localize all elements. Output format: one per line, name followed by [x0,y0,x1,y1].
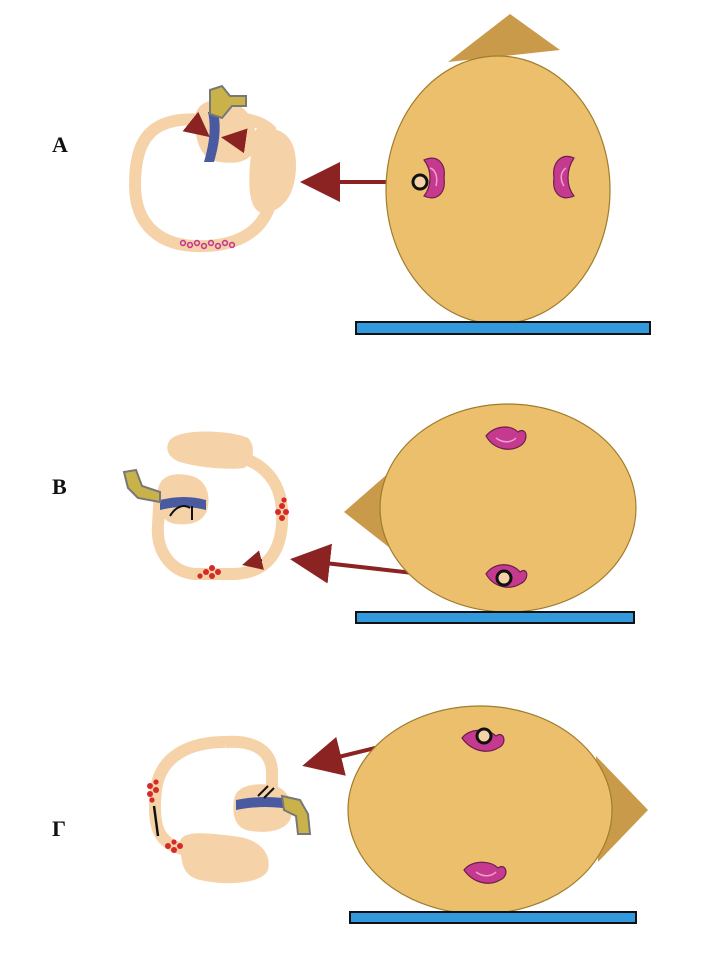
block-mark-2-g [263,787,275,799]
cupula-g [236,797,294,810]
deflection-arrow-right-a [221,128,248,154]
semicircular-canal-a [128,112,276,253]
head-g [347,705,648,915]
canal-marker-g [475,727,493,745]
platform-g [349,911,637,924]
ampulla-b [167,431,253,469]
flow-arrow-b [169,505,191,517]
nose-a [448,14,560,62]
ear-bottom-b [485,564,528,588]
deflection-arrow-left-a [182,111,210,138]
hair-cells-b [122,468,161,504]
nose-b [344,470,392,548]
canal-marker-a [411,173,429,191]
otoconia-cluster-a [179,239,236,250]
ear-right-a [553,155,575,199]
particle-motion-arrow-b [242,550,264,570]
ear-top-g [461,727,505,752]
ear-top-b [485,426,527,450]
panel-a: A [52,14,651,335]
nose-g [596,756,648,862]
semicircular-canal-right-g [224,735,278,800]
platform-a [355,321,651,335]
panel-label-g: Γ [52,816,66,841]
semicircular-canal-left-g [148,736,226,856]
hair-cells-g [280,794,312,835]
otoconia-top-g [147,779,159,803]
panel-g: Γ [52,705,648,924]
ear-left-a [411,157,445,199]
otoconia-bottom-b [197,565,221,579]
canal-diagram-b [122,431,289,580]
ampulla-body-g [233,784,292,832]
cupula-a [204,112,220,162]
head-b [344,403,637,613]
canal-marker-b [495,569,513,587]
otoconia-top-b [275,497,289,521]
hair-cells-a [209,84,247,120]
panel-b: B [52,403,637,624]
panel-label-a: A [52,132,68,157]
otoconia-bottom-g [165,839,183,853]
cupula-b [160,497,206,510]
ear-bottom-g [463,861,507,884]
platform-b [355,611,635,624]
ampulla-g [179,833,269,884]
ampulla-a [249,127,296,213]
head-a [385,14,611,325]
canal-diagram-g [147,735,312,884]
canal-diagram-a [128,84,296,253]
panel-label-b: B [52,474,67,499]
particle-motion-line-g [152,805,160,837]
block-mark-1-g [257,785,269,797]
semicircular-canal-b [151,449,289,580]
